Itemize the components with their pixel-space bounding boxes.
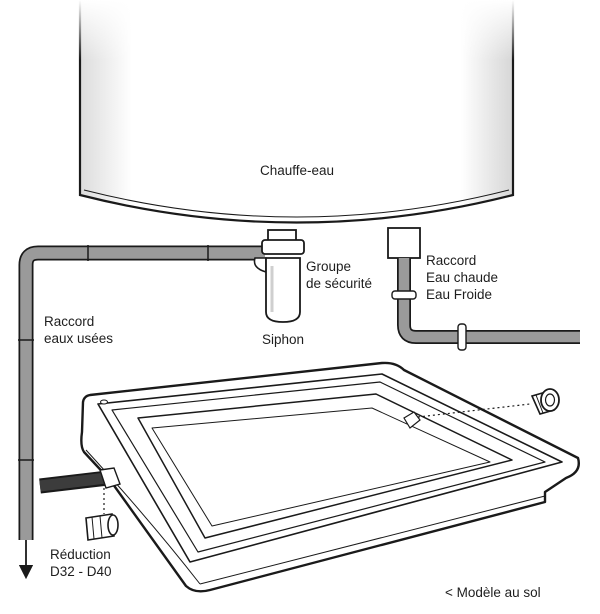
label-text: Siphon	[262, 332, 305, 347]
security-group	[253, 229, 305, 274]
label-text: de sécurité	[306, 276, 373, 291]
label-siphon: Siphon	[262, 331, 304, 348]
caption-floor-model: < Modèle au sol	[445, 584, 541, 601]
siphon	[265, 257, 301, 323]
label-reduction: Réduction D32 - D40	[50, 546, 112, 580]
hot-cold-pipe	[387, 227, 580, 351]
label-text: Chauffe-eau	[260, 163, 335, 178]
waste-water-pipe	[18, 245, 265, 580]
label-text: Eau chaude	[426, 270, 499, 285]
label-text: D32 - D40	[50, 564, 112, 579]
pipe-collar	[457, 323, 467, 351]
drain-plug	[530, 388, 560, 415]
label-hot-cold-connection: Raccord Eau chaude Eau Froide	[426, 252, 498, 303]
label-waste-water-connection: Raccord eaux usées	[44, 313, 113, 347]
label-text: Réduction	[50, 547, 111, 562]
label-text: Raccord	[44, 314, 95, 329]
label-security-group: Groupe de sécurité	[306, 258, 372, 292]
pipe-collar	[391, 290, 417, 300]
label-text: eaux usées	[44, 331, 114, 346]
water-heater-tank	[78, 0, 516, 224]
reduction-fitting	[85, 513, 119, 541]
label-text: Raccord	[426, 253, 477, 268]
label-water-heater: Chauffe-eau	[260, 162, 334, 179]
drain-path-dotted	[417, 403, 531, 418]
pipe-fitting	[387, 227, 421, 259]
drain-tray	[80, 361, 580, 593]
label-text: Eau Froide	[426, 287, 493, 302]
label-text: Groupe	[306, 259, 352, 274]
outlet-pipe	[39, 467, 121, 514]
caption-text: < Modèle au sol	[445, 585, 541, 600]
